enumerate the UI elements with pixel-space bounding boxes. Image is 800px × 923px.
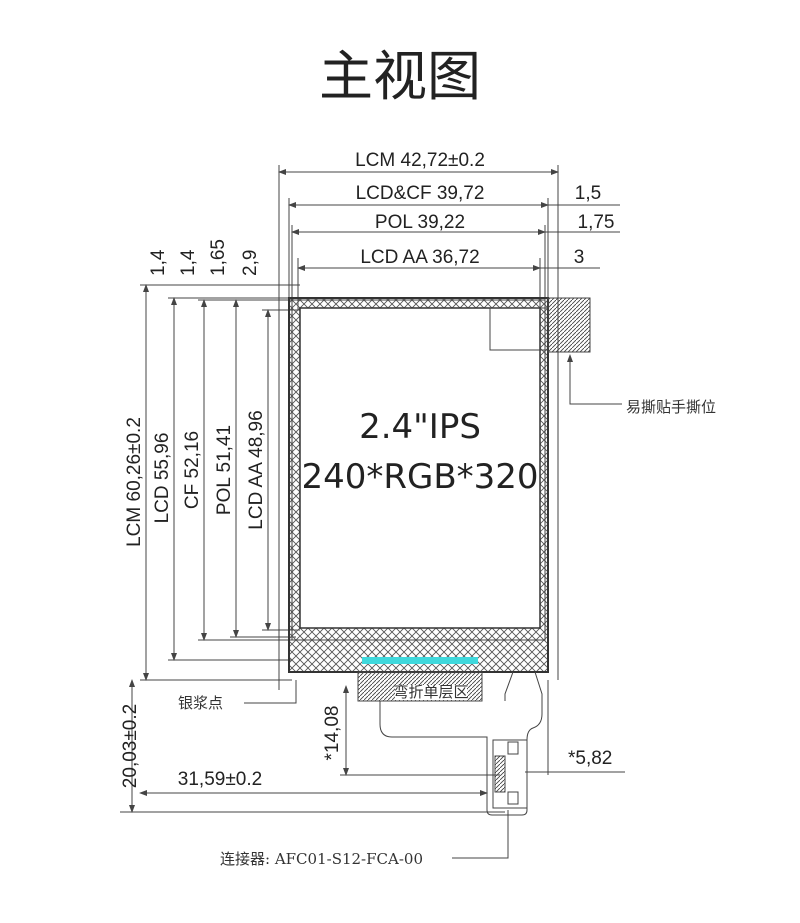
driver-ic-bar <box>362 657 478 664</box>
dim-r3: 3 <box>574 247 585 268</box>
dim-lcd-height: LCD 55,96 <box>152 433 173 524</box>
dim-pol-height: POL 51,41 <box>214 425 235 515</box>
dim-r1: 1,5 <box>575 183 601 204</box>
top-dimensions: LCM 42,72±0.2 LCD&CF 39,72 POL 39,22 LCD… <box>278 150 615 271</box>
display-resolution-label: 240*RGB*320 <box>301 457 538 497</box>
dim-lcm-width: LCM 42,72±0.2 <box>355 150 485 171</box>
dim-small-2: 1,4 <box>178 249 199 276</box>
left-small-dimensions: 1,4 1,4 1,65 2,9 <box>148 239 261 276</box>
silver-dot-label: 银浆点 <box>178 694 223 712</box>
dim-lcm-height: LCM 60,26±0.2 <box>124 417 145 547</box>
extension-lines <box>140 165 620 690</box>
dim-pol-width: POL 39,22 <box>375 212 465 233</box>
left-dimensions: LCM 60,26±0.2 LCD 55,96 CF 52,16 POL 51,… <box>124 284 271 681</box>
page-title: 主视图 <box>319 45 481 108</box>
fpc-cable: 弯折单层区 <box>357 671 543 816</box>
connector-label: 连接器: AFC01-S12-FCA-00 <box>220 850 423 868</box>
dim-connector-width: *5,82 <box>568 748 612 769</box>
dim-lcd-cf-width: LCD&CF 39,72 <box>356 183 485 204</box>
dim-fpc-length: *14,08 <box>322 706 343 761</box>
dim-small-4: 2,9 <box>240 250 261 276</box>
dim-lcd-aa-height: LCD AA 48,96 <box>246 410 267 529</box>
dim-r2: 1,75 <box>578 212 615 233</box>
dim-fpc-offset: 31,59±0.2 <box>178 769 262 790</box>
dim-cf-height: CF 52,16 <box>182 431 203 509</box>
tear-tab-label: 易撕贴手撕位 <box>626 398 716 416</box>
dim-small-1: 1,4 <box>148 249 169 276</box>
dim-fpc-height: 20,03±0.2 <box>120 704 141 788</box>
bend-zone-label: 弯折单层区 <box>393 683 468 701</box>
display-size-label: 2.4"IPS <box>359 407 481 447</box>
dim-small-3: 1,65 <box>208 239 229 276</box>
lcd-module: 2.4"IPS 240*RGB*320 <box>288 297 591 673</box>
connector <box>492 739 528 809</box>
dim-lcd-aa-width: LCD AA 36,72 <box>360 247 479 268</box>
bottom-dimensions: 20,03±0.2 31,59±0.2 *14,08 *5,82 <box>120 679 625 813</box>
